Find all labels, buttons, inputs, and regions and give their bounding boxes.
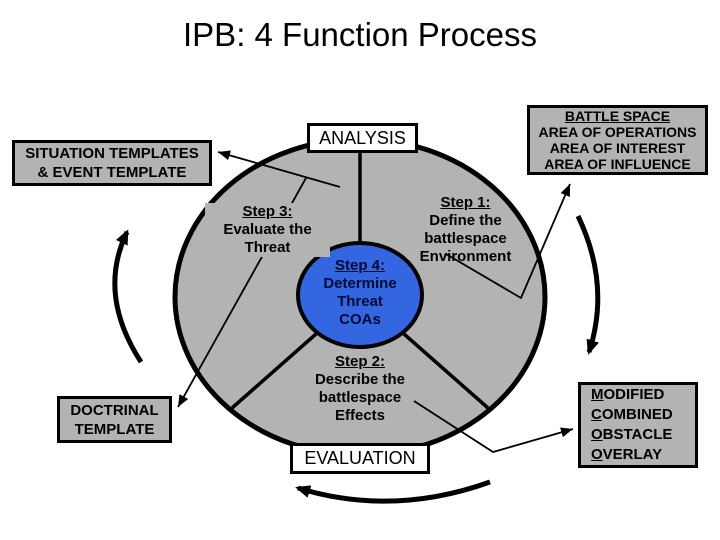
step2-line: Effects bbox=[334, 407, 386, 424]
step1-line: Environment bbox=[419, 248, 512, 265]
battle-space-line: AREA OF OPERATIONS bbox=[538, 124, 697, 140]
analysis-phase-box: ANALYSIS bbox=[307, 123, 418, 153]
step2-label: Step 2: Describe the battlespace Effects bbox=[297, 353, 423, 425]
mcoo-line: OVERLAY bbox=[591, 446, 663, 463]
doctrinal-template-box: DOCTRINAL TEMPLATE bbox=[57, 396, 172, 443]
step3-label: Step 3: Evaluate the Threat bbox=[205, 203, 330, 257]
evaluation-label: EVALUATION bbox=[304, 448, 416, 468]
mcoo-line: COMBINED bbox=[591, 406, 673, 423]
situation-line: SITUATION TEMPLATES bbox=[25, 145, 199, 162]
situation-line: & EVENT TEMPLATE bbox=[37, 164, 187, 181]
curved-arrow-bottom-icon bbox=[295, 479, 491, 504]
doctrinal-line: TEMPLATE bbox=[74, 420, 155, 438]
mcoo-box: MODIFIED COMBINED OBSTACLE OVERLAY bbox=[578, 382, 698, 468]
battle-space-box: BATTLE SPACE AREA OF OPERATIONS AREA OF … bbox=[527, 105, 708, 175]
evaluation-phase-box: EVALUATION bbox=[290, 443, 430, 474]
divider-lower-right bbox=[402, 332, 490, 410]
step3-line: Threat bbox=[244, 239, 291, 256]
step4-circle bbox=[296, 241, 424, 349]
mcoo-line: MODIFIED bbox=[591, 386, 665, 403]
connector-to-battle-space bbox=[445, 183, 571, 300]
page-title: IPB: 4 Function Process bbox=[183, 16, 537, 53]
step2-heading: Step 2: bbox=[334, 353, 385, 370]
step2-line: battlespace bbox=[318, 389, 402, 406]
step1-line: battlespace bbox=[424, 230, 507, 247]
doctrinal-line: DOCTRINAL bbox=[70, 401, 159, 419]
analysis-label: ANALYSIS bbox=[319, 127, 406, 148]
step1-heading: Step 1: bbox=[440, 194, 491, 211]
step2-line: Describe the bbox=[314, 371, 406, 388]
situation-templates-box: SITUATION TEMPLATES & EVENT TEMPLATE bbox=[12, 140, 212, 186]
connector-to-mcoo bbox=[413, 400, 574, 453]
step4-heading: Step 4: bbox=[334, 257, 385, 274]
step3-heading: Step 3: bbox=[242, 203, 293, 220]
connector-to-situation-templates bbox=[217, 150, 341, 188]
battle-space-line: AREA OF INFLUENCE bbox=[544, 156, 691, 172]
step1-line: Define the bbox=[429, 212, 502, 229]
divider-lower-left bbox=[230, 332, 318, 410]
battle-space-line: AREA OF INTEREST bbox=[549, 140, 686, 156]
mcoo-line: OBSTACLE bbox=[591, 426, 673, 443]
step4-line: Determine bbox=[323, 275, 397, 292]
battle-space-heading: BATTLE SPACE bbox=[564, 108, 671, 124]
curved-arrow-left-icon bbox=[112, 229, 144, 364]
step1-label: Step 1: Define the battlespace Environme… bbox=[403, 194, 528, 266]
step3-line: Evaluate the bbox=[223, 221, 312, 238]
step4-label: Step 4: Determine Threat COAs bbox=[303, 257, 417, 329]
step4-line: COAs bbox=[339, 311, 381, 328]
curved-arrow-right-icon bbox=[575, 214, 601, 355]
step4-line: Threat bbox=[337, 293, 383, 310]
